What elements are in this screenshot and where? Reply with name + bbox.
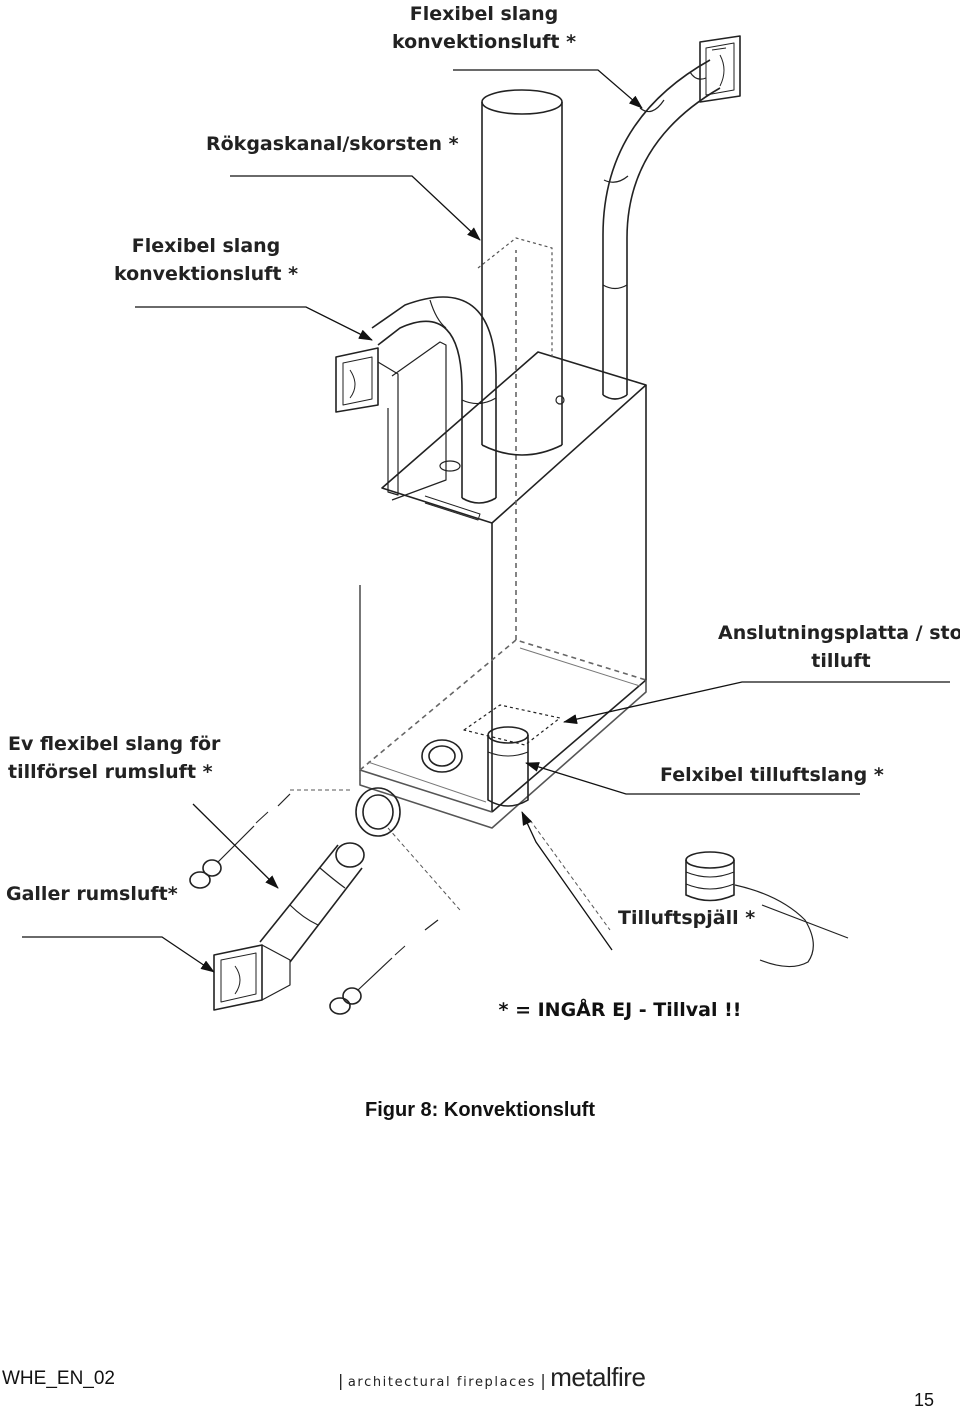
label-room-grille: Galler rumsluft* xyxy=(6,883,178,905)
leader-flex-left xyxy=(135,306,373,341)
brand-name: metalfire xyxy=(550,1362,646,1392)
optional-note: * = INGÅR EJ - Tillval !! xyxy=(498,999,742,1021)
top-opening xyxy=(439,460,461,472)
flex-hose-right xyxy=(602,59,721,400)
brand-divider-right: | xyxy=(540,1371,546,1390)
leader-flex-top xyxy=(453,69,643,109)
label-supply-hose: Felxibel tilluftslang * xyxy=(660,764,884,786)
leader-room-grille xyxy=(22,936,215,973)
leader-connection-plate xyxy=(563,681,950,725)
leader-flue xyxy=(230,175,481,241)
vent-lower xyxy=(213,944,291,1011)
label-damper: Tilluftspjäll * xyxy=(618,907,756,929)
top-hole xyxy=(555,395,565,405)
flex-hose-lower xyxy=(259,842,365,963)
connection-plate xyxy=(463,704,561,746)
brand-logo: | architectural fireplaces | metalfire xyxy=(338,1362,646,1393)
coupling-ring xyxy=(355,787,401,837)
leader-supply-hose xyxy=(525,762,860,795)
figure-caption: Figur 8: Konvektionsluft xyxy=(365,1099,595,1121)
document-id: WHE_EN_02 xyxy=(2,1368,115,1389)
leader-lines xyxy=(22,69,950,973)
collar-supply-stub xyxy=(487,726,529,807)
collar-bottom-left xyxy=(421,739,463,773)
label-flex-hose-top: Flexibel slang konvektionsluft * xyxy=(391,3,577,53)
page-number: 15 xyxy=(913,1390,934,1410)
brand-tagline: architectural fireplaces xyxy=(347,1375,536,1390)
label-flue: Rökgaskanal/skorsten * xyxy=(206,133,459,155)
flue-pipe xyxy=(481,89,563,456)
leader-optional-hose xyxy=(192,803,279,889)
label-optional-hose: Ev flexibel slang för tillförsel rumsluf… xyxy=(8,733,221,783)
leader-damper xyxy=(521,811,613,951)
label-flex-hose-left: Flexibel slang konvektionsluft * xyxy=(113,235,299,285)
vent-top-right xyxy=(699,35,741,103)
brand-divider-left: | xyxy=(338,1371,344,1390)
damper xyxy=(685,851,849,968)
vent-left xyxy=(335,341,481,521)
flex-hose-left-u xyxy=(371,296,497,504)
screw-plug-right xyxy=(329,919,439,1015)
screw-plug-left xyxy=(189,793,291,889)
enclosure-outline xyxy=(477,237,553,360)
label-connection-plate: Anslutningsplatta / stos tilluft xyxy=(718,622,960,672)
firebox-housing xyxy=(359,250,647,829)
